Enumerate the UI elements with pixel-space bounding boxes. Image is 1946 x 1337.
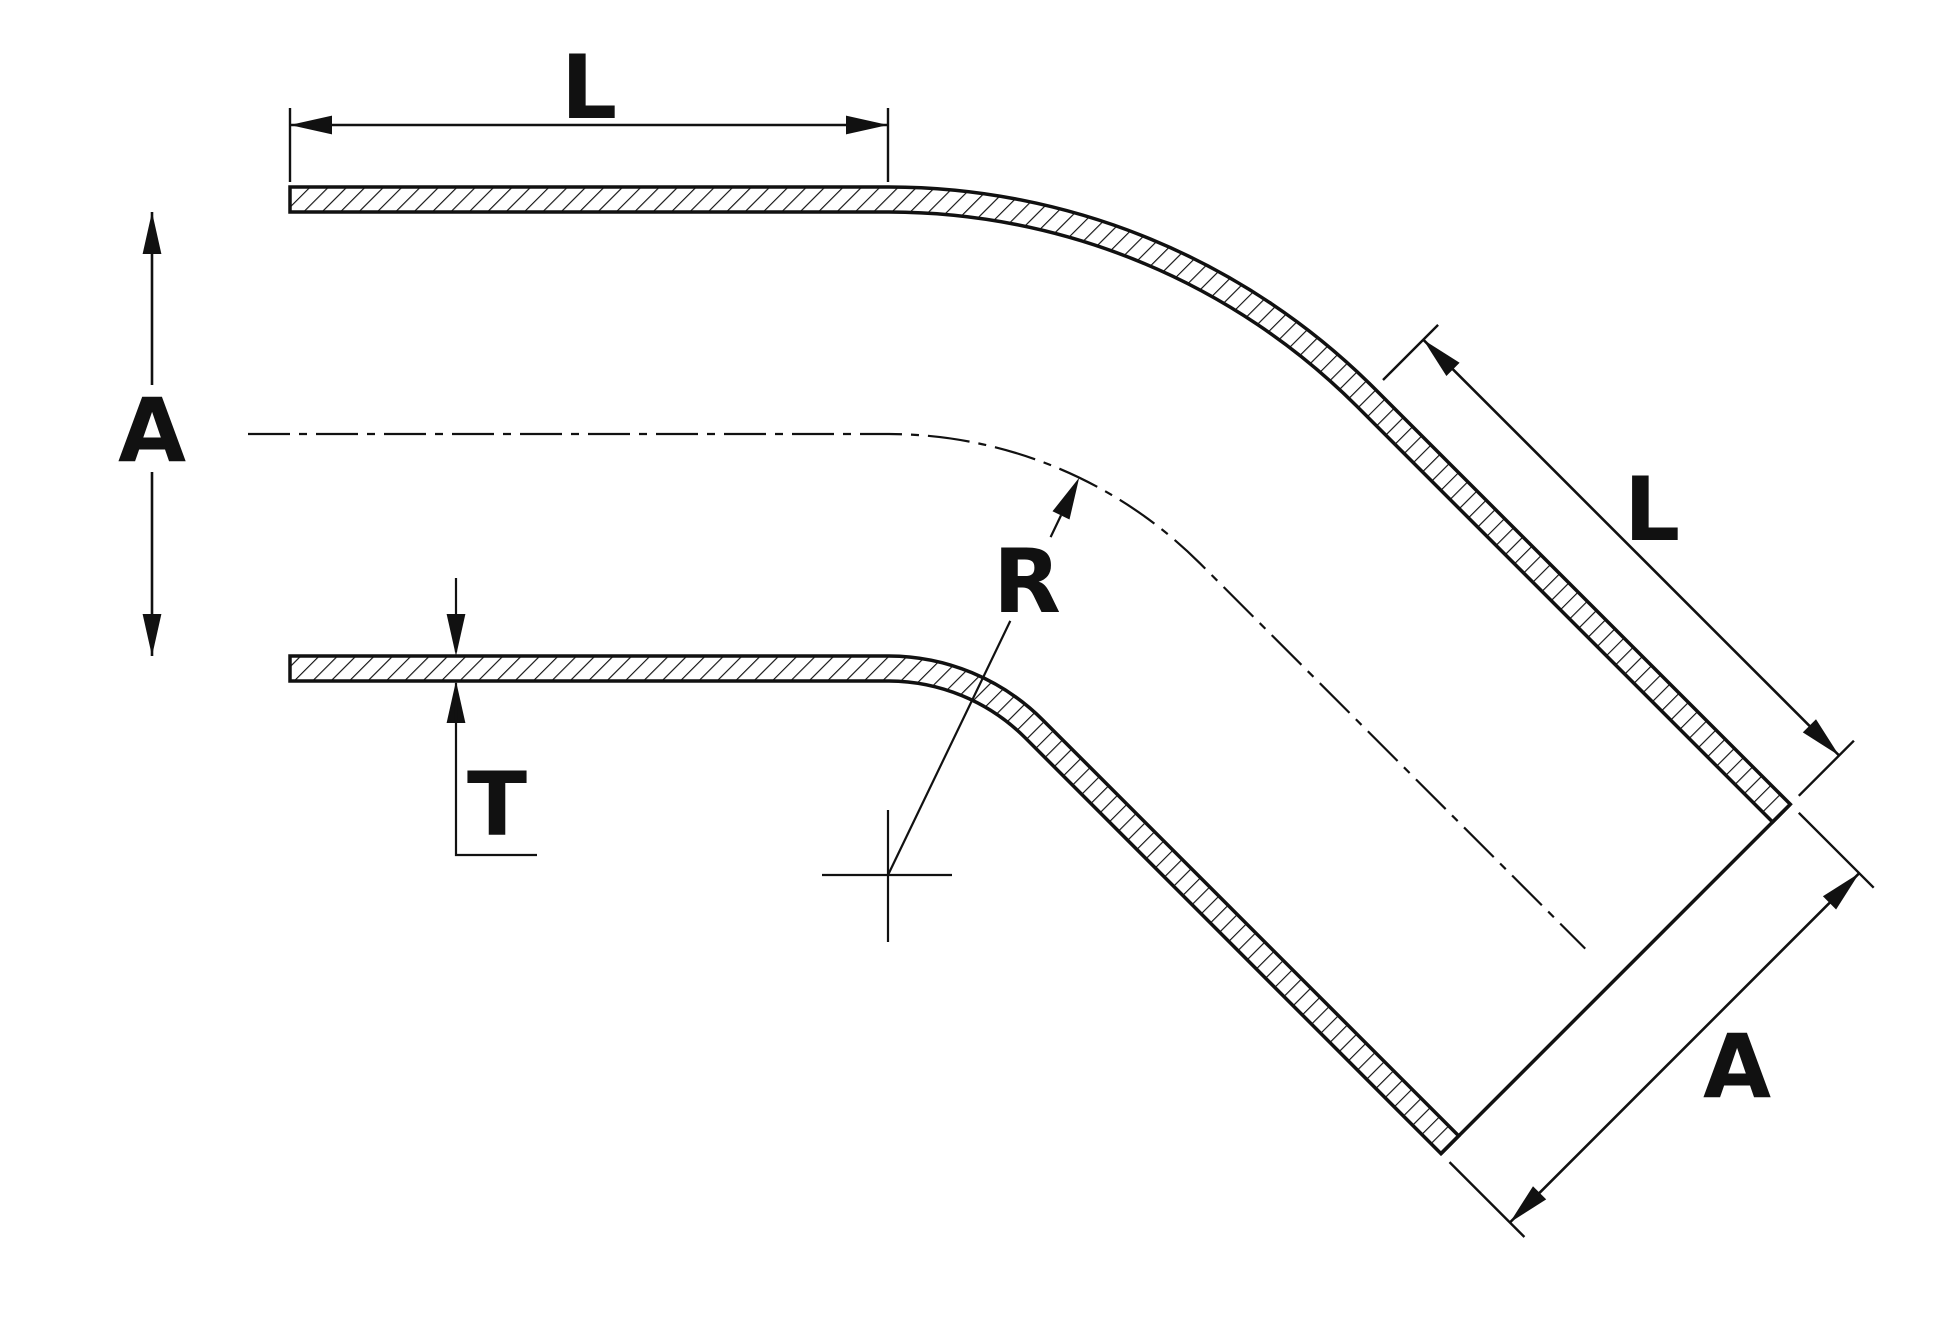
hose-body: [248, 185, 1793, 1157]
arrowhead-left-icon: [290, 115, 332, 135]
extension-line: [1797, 739, 1855, 797]
dim-diameter-left: A: [118, 212, 186, 656]
arrowhead-down-icon: [446, 614, 466, 656]
dimension-line: [1422, 338, 1841, 757]
arrowhead-upper-icon: [1423, 339, 1460, 376]
tube-end-face-line: [1439, 803, 1792, 1155]
arrowhead-lower-icon: [1509, 1186, 1547, 1223]
label-length-top: L: [561, 36, 617, 139]
label-thickness: T: [467, 753, 527, 856]
label-radius: R: [993, 530, 1061, 633]
dim-thickness: T: [446, 578, 537, 857]
centerline: [248, 432, 1586, 950]
arrowhead-upper-icon: [1822, 873, 1860, 910]
extension-line: [1448, 1161, 1526, 1238]
arrowhead-right-icon: [846, 115, 888, 135]
label-length-diagonal: L: [1624, 458, 1680, 561]
arrowhead-up-icon: [142, 212, 162, 254]
dim-length-top: L: [288, 36, 890, 182]
dim-length-diagonal: L: [1382, 324, 1855, 797]
dim-radius: R: [822, 477, 1080, 942]
arrowhead-lower-icon: [1802, 719, 1840, 756]
radius-leader-line: [887, 620, 1012, 876]
radius-leader-line: [1049, 514, 1062, 538]
bend-center-mark: [822, 810, 952, 942]
label-diameter-left: A: [118, 379, 186, 482]
dim-diameter-end: A: [1448, 811, 1875, 1238]
arrowhead-down-icon: [142, 614, 162, 656]
tube-lower-wall: [288, 654, 1462, 1157]
extension-line: [1797, 811, 1875, 889]
arrowhead-radial-icon: [1052, 477, 1080, 520]
label-diameter-end: A: [1703, 1015, 1771, 1118]
extension-line: [1382, 324, 1439, 381]
dimension-line: [1508, 872, 1861, 1224]
leader-line: [454, 683, 537, 857]
